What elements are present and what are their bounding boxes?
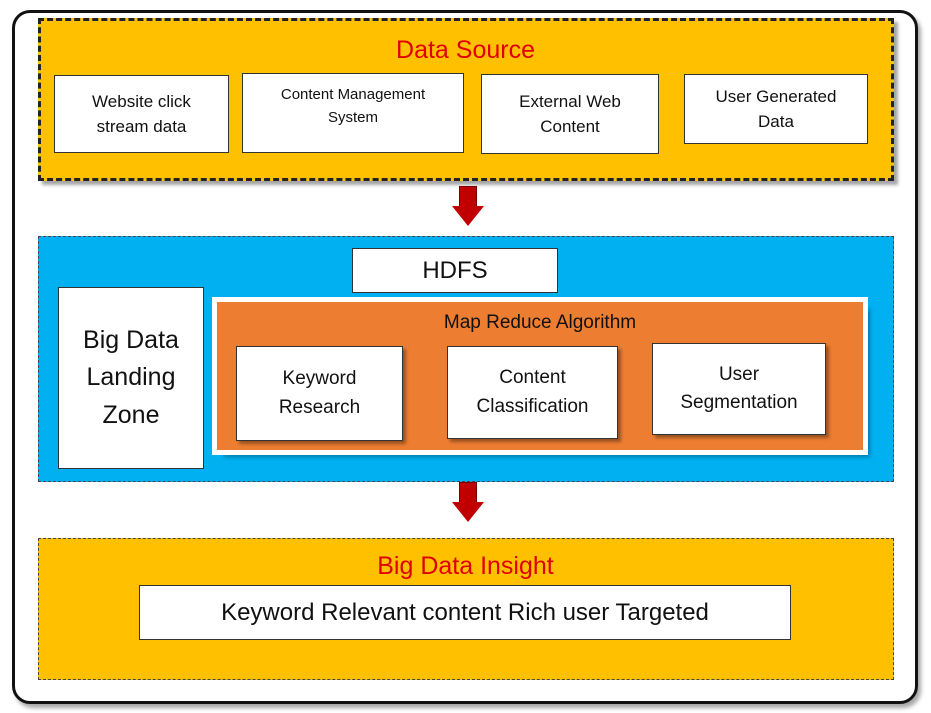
- landing-zone-box: Big Data Landing Zone: [58, 287, 204, 469]
- landing-zone-label: Big Data Landing Zone: [83, 325, 179, 429]
- map-reduce-title: Map Reduce Algorithm: [443, 312, 637, 333]
- source-box-cms: Content Management System: [242, 73, 464, 153]
- hdfs-label: HDFS: [422, 256, 488, 284]
- outer-frame: [12, 10, 918, 704]
- source-box-user-generated: User Generated Data: [684, 74, 868, 144]
- insight-box: Keyword Relevant content Rich user Targe…: [139, 585, 791, 640]
- insight-title: Big Data Insight: [377, 552, 554, 580]
- source-box-label: Content Management System: [280, 86, 426, 126]
- mr-box-user-segmentation: User Segmentation: [652, 343, 826, 435]
- down-arrow-icon: [452, 482, 484, 524]
- insight-text: Keyword Relevant content Rich user Targe…: [221, 598, 709, 626]
- source-box-label: External Web Content: [519, 91, 621, 137]
- down-arrow-icon: [452, 186, 484, 228]
- mr-box-label: Keyword Research: [278, 368, 361, 418]
- source-box-label: Website click stream data: [92, 91, 191, 137]
- mr-box-label: User Segmentation: [680, 363, 798, 414]
- mr-box-keyword-research: Keyword Research: [236, 346, 403, 441]
- source-box-clickstream: Website click stream data: [54, 75, 229, 153]
- source-box-label: User Generated Data: [715, 86, 837, 132]
- mr-box-label: Content Classification: [476, 367, 589, 417]
- mr-box-content-classification: Content Classification: [447, 346, 618, 439]
- source-box-external: External Web Content: [481, 74, 659, 154]
- hdfs-box: HDFS: [352, 248, 558, 293]
- data-source-title: Data Source: [396, 36, 535, 64]
